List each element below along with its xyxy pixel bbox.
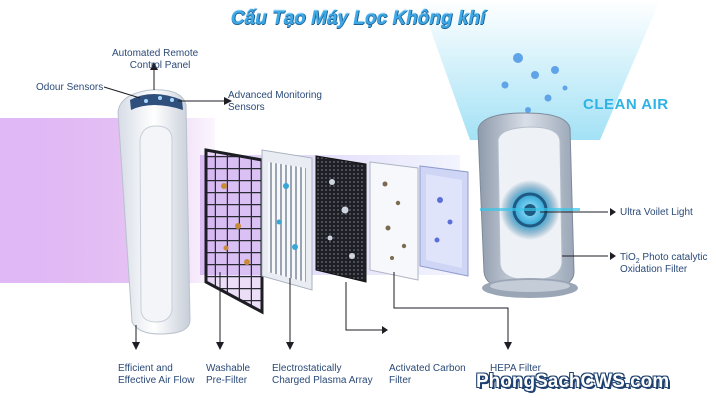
air-flow-label: Efficient and Effective Air Flow	[118, 363, 195, 387]
carbon-line1: Activated Carbon	[389, 363, 466, 374]
purifier-front-panel	[117, 89, 191, 335]
control-panel-line1: Automated Remote	[112, 48, 199, 59]
tio2-filter-label: TiO2 Photo catalytic Oxidation Filter	[620, 252, 707, 276]
page-title: Cấu Tạo Máy Lọc Không khí	[230, 8, 486, 29]
pre-filter-line1: Washable	[206, 363, 251, 374]
hepa-filter	[419, 165, 469, 277]
plasma-array-filter	[261, 149, 313, 291]
monitoring-line1: Advanced Monitoring	[228, 90, 322, 101]
plasma-line2: Charged Plasma Array	[272, 375, 373, 386]
hepa-filter-label: HEPA Filter	[490, 363, 541, 374]
uv-light-label: Ultra Voilet Light	[620, 207, 693, 218]
carbon-filter-label: Activated Carbon Filter	[389, 363, 466, 387]
control-panel-label: Automated Remote Control Panel	[112, 48, 198, 72]
monitoring-line2: Sensors	[228, 102, 265, 113]
tio2-text: Photo catalytic	[639, 252, 708, 263]
control-panel-line2: Control Panel	[129, 60, 191, 71]
air-flow-line1: Efficient and	[118, 363, 173, 374]
tio2-subscript: 2	[635, 258, 640, 265]
pre-filter-label: Washable Pre-Filter	[206, 363, 250, 387]
clean-air-beam	[420, 0, 660, 140]
washable-pre-filter	[204, 148, 264, 315]
monitoring-sensors-label: Advanced Monitoring Sensors	[228, 90, 322, 114]
tio2-formula: TiO	[620, 252, 636, 263]
tio2-line1: TiO2 Photo catalytic	[620, 252, 708, 265]
clean-air-particles	[501, 53, 568, 113]
air-flow-line2: Effective Air Flow	[118, 375, 195, 386]
activated-carbon-filter	[369, 161, 419, 281]
plasma-line1: Electrostatically	[272, 363, 342, 374]
plasma-array-label: Electrostatically Charged Plasma Array	[272, 363, 373, 387]
clean-air-label: CLEAN AIR	[583, 96, 669, 113]
watermark: PhongSachCWS.com	[476, 371, 670, 392]
tio2-line2: Oxidation Filter	[620, 264, 688, 275]
pre-filter-line2: Pre-Filter	[206, 375, 248, 386]
mesh-filter	[315, 155, 367, 283]
carbon-line2: Filter	[389, 375, 412, 386]
leader-lines	[103, 70, 608, 342]
odour-sensors-label: Odour Sensors	[36, 82, 104, 93]
purifier-rear-housing	[477, 112, 580, 298]
arrow-heads	[132, 62, 616, 350]
